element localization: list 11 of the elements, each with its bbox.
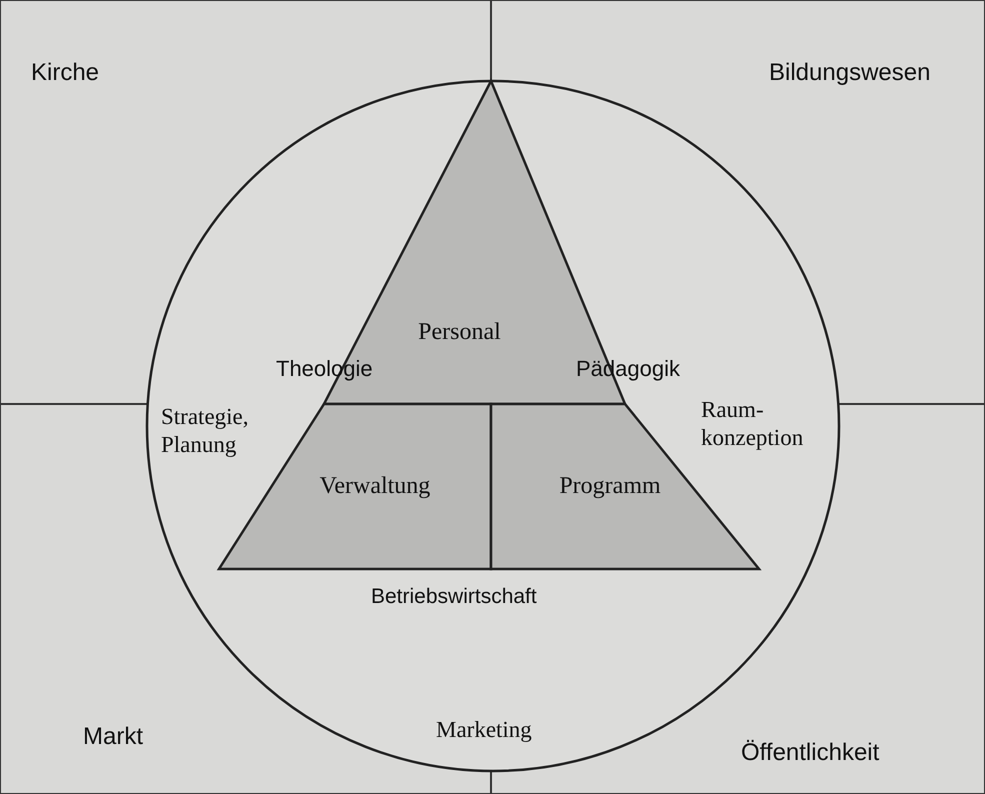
segment-label: Personal xyxy=(418,319,502,347)
area-label: Raum- konzeption xyxy=(701,396,804,452)
area-label: Strategie, Planung xyxy=(161,403,250,458)
area-label: Marketing xyxy=(436,716,532,744)
segment-label: Programm xyxy=(559,473,662,500)
area-label: Betriebswirtschaft xyxy=(371,584,537,610)
area-label: Kirche xyxy=(31,59,100,88)
segment-label: Verwaltung xyxy=(318,473,430,500)
area-label: Markt xyxy=(83,723,143,752)
area-label: Öffentlichkeit xyxy=(741,739,880,768)
area-label: Bildungswesen xyxy=(769,59,930,88)
